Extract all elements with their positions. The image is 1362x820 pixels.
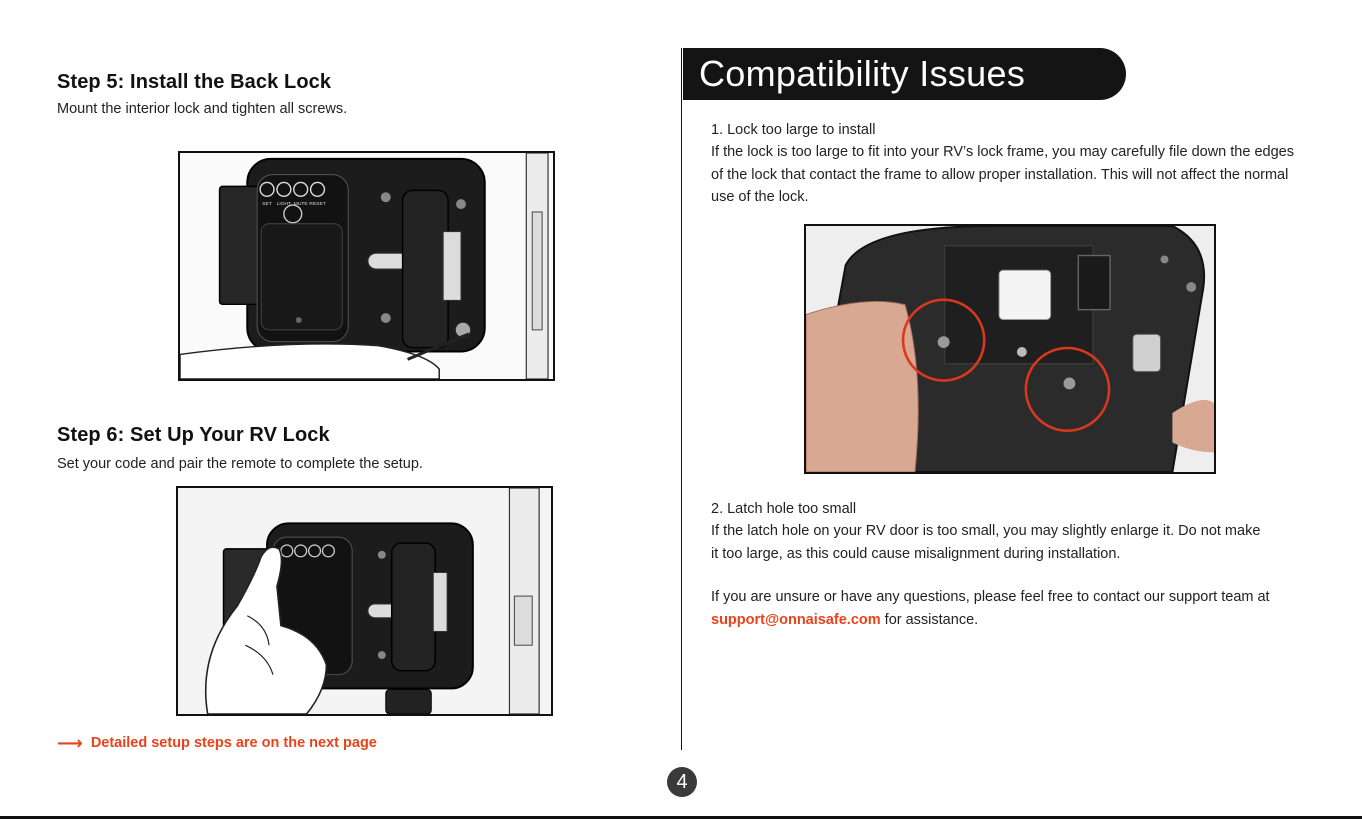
next-page-note-text: Detailed setup steps are on the next pag… bbox=[90, 735, 377, 751]
light-button-icon bbox=[276, 181, 292, 197]
support-email-link[interactable]: support@onnaisafe.com bbox=[711, 611, 881, 628]
column-divider bbox=[681, 48, 682, 750]
step5-title: Step 5: Install the Back Lock bbox=[57, 71, 332, 93]
banner-title: Compatibility Issues bbox=[699, 53, 1026, 94]
step6-description: Set your code and pair the remote to com… bbox=[57, 456, 423, 472]
arrow-right-icon: ⟶ bbox=[57, 733, 83, 753]
rv-lock-setup-illustration bbox=[176, 486, 553, 716]
step6-title: Step 6: Set Up Your RV Lock bbox=[57, 424, 330, 446]
next-page-note: ⟶ Detailed setup steps are on the next p… bbox=[57, 734, 377, 752]
set-button-icon bbox=[259, 181, 275, 197]
issue2-heading: 2. Latch hole too small bbox=[711, 501, 857, 517]
bottom-rule bbox=[0, 816, 1362, 819]
contact-prefix: If you are unsure or have any questions,… bbox=[711, 589, 1270, 605]
section-banner: Compatibility Issues bbox=[683, 48, 1126, 100]
reset-button-icon bbox=[309, 181, 326, 197]
set-label: SET bbox=[262, 201, 272, 207]
page-number: 4 bbox=[676, 770, 688, 793]
issue1-body: If the lock is too large to fit into you… bbox=[711, 144, 1294, 205]
issue2-body: If the latch hole on your RV door is too… bbox=[711, 523, 1261, 562]
highlight-circle-2 bbox=[1024, 346, 1111, 432]
mute-button-icon bbox=[293, 181, 309, 197]
highlight-circle-1 bbox=[901, 298, 986, 382]
reset-label: RESET bbox=[309, 201, 325, 207]
page-number-badge: 4 bbox=[667, 767, 697, 797]
light-label: LIGHT bbox=[277, 201, 292, 207]
lock-back-photo bbox=[804, 224, 1216, 474]
issue1-heading: 1. Lock too large to install bbox=[711, 122, 876, 138]
back-lock-install-illustration: SET LIGHT MUTE RESET bbox=[178, 151, 555, 381]
step5-description: Mount the interior lock and tighten all … bbox=[57, 101, 348, 117]
contact-paragraph: If you are unsure or have any questions,… bbox=[711, 586, 1311, 631]
contact-suffix: for assistance. bbox=[884, 611, 979, 628]
mute-label: MUTE bbox=[294, 201, 309, 207]
